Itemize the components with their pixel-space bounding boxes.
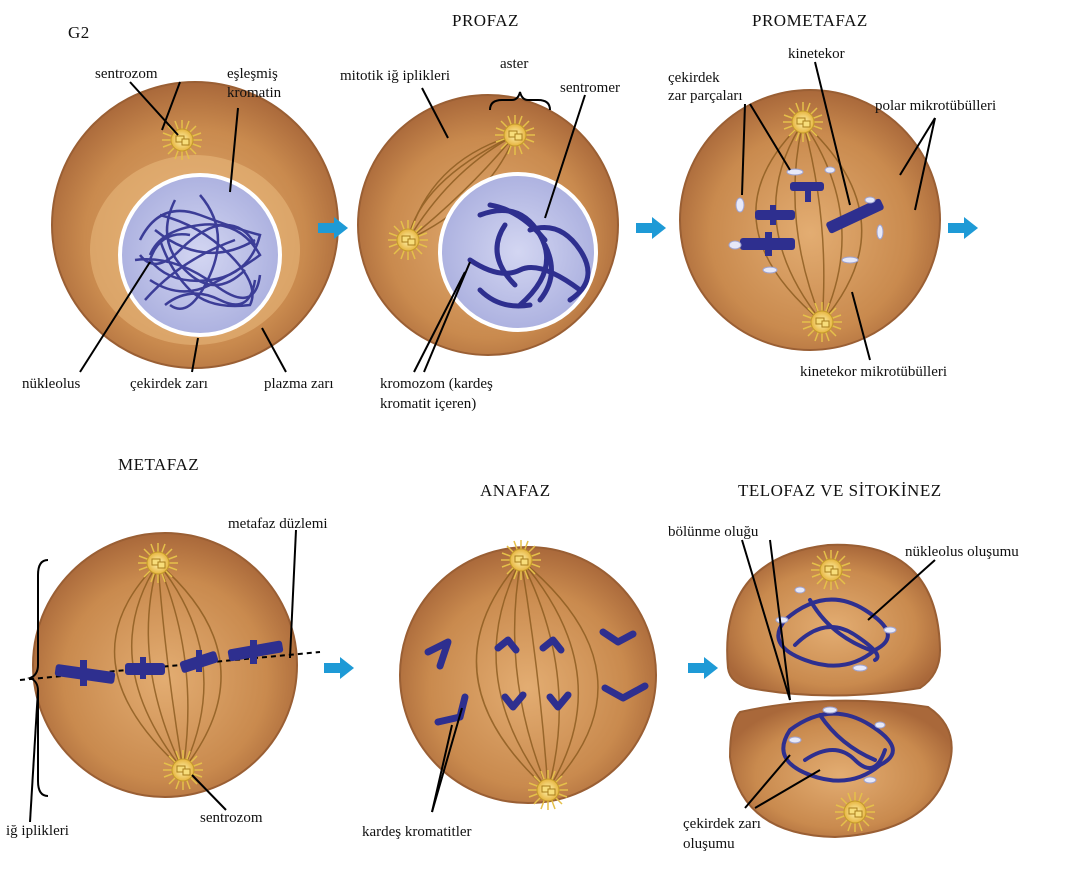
- metaphase-panel: METAFAZ metafaz düzlemi sen: [6, 455, 328, 839]
- arrow-icon: [688, 657, 718, 679]
- metaphase-centrosome-top-icon: [138, 543, 178, 583]
- anaphase-centrosome-bottom-icon: [528, 770, 568, 810]
- prophase-chromosome-label-1: kromozom (kardeş: [380, 376, 493, 392]
- arrow-icon: [636, 217, 666, 239]
- prometaphase-kinetochore-label: kinetekor: [788, 46, 845, 62]
- arrow-icon: [324, 657, 354, 679]
- g2-nucleolus-label: nükleolus: [22, 376, 80, 392]
- anaphase-centrosome-top-icon: [501, 540, 541, 580]
- metaphase-centrosome-bottom-icon: [163, 750, 203, 790]
- prometaphase-kinetochore-mt-label: kinetekor mikrotübülleri: [800, 364, 947, 380]
- telophase-panel: TELOFAZ VE SİTOKİNEZ bölünme oluğ: [668, 481, 1019, 852]
- telophase-title: TELOFAZ VE SİTOKİNEZ: [738, 481, 942, 500]
- prophase-title: PROFAZ: [452, 11, 519, 30]
- prometaphase-polar-label: polar mikrotübülleri: [875, 98, 996, 114]
- prophase-panel: PROFAZ mitotik iğ iplikleri aster sentr: [340, 11, 620, 412]
- prometaphase-centrosome-top-icon: [783, 102, 823, 142]
- anaphase-panel: ANAFAZ kardeş kromatitler: [362, 481, 656, 840]
- prometaphase-panel: PROMETAFAZ: [668, 11, 996, 380]
- telophase-nucleolus-label: nükleolus oluşumu: [905, 544, 1019, 560]
- metaphase-plate-label: metafaz düzlemi: [228, 516, 328, 532]
- anaphase-cell: [400, 547, 656, 803]
- anaphase-chromatids-label: kardeş kromatitler: [362, 824, 472, 840]
- g2-centrosome-label: sentrozom: [95, 66, 158, 82]
- g2-panel: G2 sentrozom eşleşmiş kromatin nükleolus…: [22, 23, 338, 392]
- g2-chromatin-label-2: kromatin: [227, 85, 282, 101]
- arrow-icon: [948, 217, 978, 239]
- prometaphase-centrosome-bottom-icon: [802, 302, 842, 342]
- telophase-centrosome-top-icon: [811, 550, 851, 590]
- prophase-chromosome-label-2: kromatit içeren): [380, 396, 476, 412]
- telophase-envelope-label-2: oluşumu: [683, 836, 735, 852]
- telophase-centrosome-bottom-icon: [835, 792, 875, 832]
- telophase-envelope-label-1: çekirdek zarı: [683, 816, 761, 832]
- metaphase-spindle-label: iğ iplikleri: [6, 823, 69, 839]
- prophase-aster-label: aster: [500, 56, 528, 72]
- anaphase-title: ANAFAZ: [480, 481, 551, 500]
- metaphase-title: METAFAZ: [118, 455, 199, 474]
- prometaphase-fragments-label-1: çekirdek: [668, 70, 720, 86]
- g2-chromatin-label-1: eşleşmiş: [227, 66, 278, 82]
- g2-nuclear-envelope-label: çekirdek zarı: [130, 376, 208, 392]
- telophase-furrow-label: bölünme oluğu: [668, 524, 759, 540]
- prometaphase-title: PROMETAFAZ: [752, 11, 868, 30]
- prophase-spindle-label: mitotik iğ iplikleri: [340, 68, 450, 84]
- g2-plasma-membrane-label: plazma zarı: [264, 376, 334, 392]
- g2-title: G2: [68, 23, 90, 42]
- prophase-centromere-label: sentromer: [560, 80, 620, 96]
- g2-centrosome-icon: [162, 120, 202, 160]
- prometaphase-fragments-label-2: zar parçaları: [668, 88, 743, 104]
- prophase-centrosome-top-icon: [495, 115, 535, 155]
- prophase-centrosome-left-icon: [388, 220, 428, 260]
- metaphase-centrosome-label: sentrozom: [200, 810, 263, 826]
